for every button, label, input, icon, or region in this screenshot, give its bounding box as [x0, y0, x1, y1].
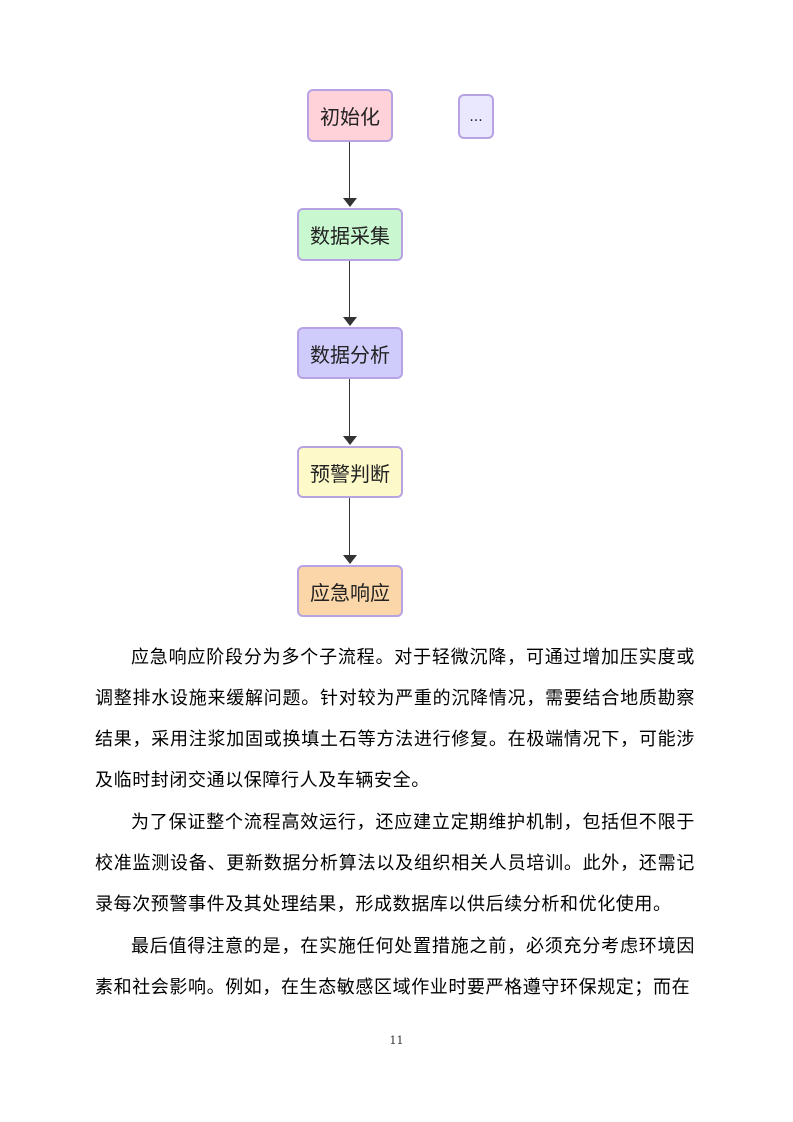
- node-collect: 数据采集: [297, 208, 403, 261]
- edge-warn-respond: [349, 498, 350, 556]
- edge-init-collect: [349, 142, 350, 199]
- node-warn: 预警判断: [297, 446, 403, 498]
- node-init: 初始化: [307, 89, 393, 142]
- node-more: ...: [458, 94, 494, 139]
- node-respond: 应急响应: [297, 565, 403, 617]
- node-analyze: 数据分析: [297, 327, 403, 379]
- node-warn-label: 预警判断: [310, 461, 390, 486]
- node-analyze-label: 数据分析: [310, 342, 390, 367]
- paragraph-2: 为了保证整个流程高效运行，还应建立定期维护机制，包括但不限于校准监测设备、更新数…: [95, 812, 695, 915]
- arrow-head-icon: [343, 198, 357, 207]
- node-respond-label: 应急响应: [310, 580, 390, 605]
- paragraph-3: 最后值得注意的是，在实施任何处置措施之前，必须充分考虑环境因素和社会影响。例如，…: [95, 936, 695, 998]
- arrow-head-icon: [343, 317, 357, 326]
- page-number: 11: [389, 1034, 404, 1047]
- paragraph-1: 应急响应阶段分为多个子流程。对于轻微沉降，可通过增加压实度或调整排水设施来缓解问…: [95, 647, 695, 791]
- edge-collect-analyze: [349, 261, 350, 318]
- arrow-head-icon: [343, 555, 357, 564]
- arrow-head-icon: [343, 436, 357, 445]
- node-init-label: 初始化: [320, 105, 380, 129]
- edge-analyze-warn: [349, 379, 350, 437]
- node-more-label: ...: [469, 108, 483, 125]
- node-collect-label: 数据采集: [310, 224, 390, 248]
